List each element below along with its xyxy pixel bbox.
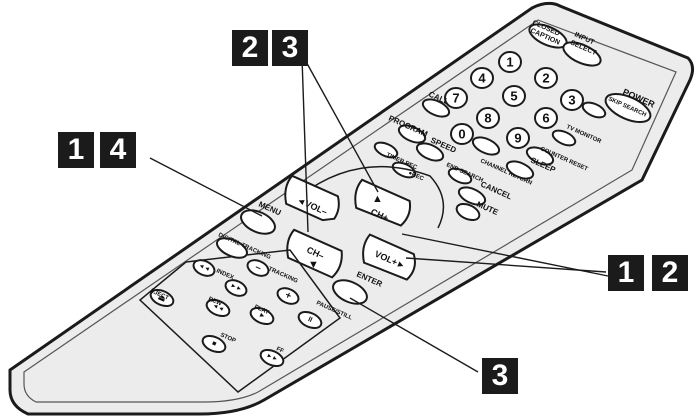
rew-label: REW: [207, 296, 223, 307]
digit-7-button[interactable]: 7: [444, 87, 468, 109]
vcr-panel: [138, 249, 342, 393]
digit-8-button[interactable]: 8: [476, 107, 500, 129]
index-prev-button[interactable]: ◄◄: [191, 257, 217, 279]
index-next-button-label: ►►: [229, 283, 242, 293]
mute-button[interactable]: [454, 201, 482, 224]
index-next-button[interactable]: ►►: [223, 277, 249, 299]
digit-6-button[interactable]: 6: [534, 107, 558, 129]
rew-button[interactable]: ◄◄: [204, 297, 232, 320]
digit-4-button-label: 4: [478, 71, 486, 86]
cancel-button[interactable]: [456, 184, 487, 208]
menu-button[interactable]: [237, 206, 278, 239]
play-button-label: ►: [257, 311, 266, 320]
remote-body: [8, 1, 695, 416]
callout-1-right: 1: [608, 255, 644, 291]
callout-lines: [149, 57, 609, 373]
call-button[interactable]: [420, 96, 451, 120]
digit-6-button-label: 6: [542, 111, 549, 126]
digit-keypad: 1 2 3 4 5 6 7 8 9 0: [444, 51, 584, 149]
vol-plus-button[interactable]: [358, 233, 420, 282]
digit-5-button[interactable]: 5: [502, 85, 526, 107]
digit-7-button-label: 7: [452, 91, 459, 106]
enter-button[interactable]: [329, 276, 370, 309]
ff-label: FF: [275, 346, 284, 355]
digit-0-button[interactable]: 0: [450, 123, 474, 145]
sleep-button[interactable]: [504, 158, 535, 182]
eject-button[interactable]: ⏏: [148, 287, 176, 310]
digit-9-button[interactable]: 9: [506, 127, 530, 149]
rec-button[interactable]: [391, 160, 418, 181]
navigation-ring: ◄VOL– ▲ CH+ ▼ CH– VOL+►: [280, 165, 445, 282]
callout-3-bottom: 3: [482, 358, 518, 394]
skip-search-button[interactable]: [581, 100, 608, 121]
tracking-plus-button-label: +: [283, 290, 293, 302]
stop-button[interactable]: ■: [200, 333, 228, 356]
play-button[interactable]: ►: [248, 305, 276, 328]
stop-button-label: ■: [211, 340, 218, 348]
pause-still-button[interactable]: II: [296, 309, 324, 332]
digit-2-button[interactable]: 2: [534, 67, 558, 89]
digit-2-button-label: 2: [542, 71, 549, 86]
pause-still-button-label: II: [307, 316, 313, 324]
digit-9-button-label: 9: [514, 131, 521, 146]
power-button[interactable]: [602, 88, 655, 128]
index-prev-button-label: ◄◄: [197, 263, 210, 273]
timer-rec-button[interactable]: [373, 140, 400, 161]
digit-8-button-label: 8: [484, 111, 491, 126]
program-button[interactable]: [396, 122, 427, 146]
rew-button-label: ◄◄: [211, 303, 224, 313]
digit-3-button[interactable]: 3: [560, 89, 584, 111]
tv-monitor-button[interactable]: [551, 128, 578, 149]
ch-plus-arrow: ▲: [372, 193, 383, 205]
digit-3-button-label: 3: [568, 93, 575, 108]
vol-minus-button[interactable]: [280, 174, 344, 224]
ch-minus-arrow: ▼: [308, 259, 319, 271]
ch-plus-button[interactable]: [350, 178, 414, 228]
digit-5-button-label: 5: [510, 89, 517, 104]
callout-2-right: 2: [652, 255, 688, 291]
input-select-button[interactable]: [560, 38, 604, 71]
play-label: PLAY: [253, 304, 270, 316]
tracking-minus-button[interactable]: –: [245, 257, 271, 279]
callout-4-left: 4: [100, 132, 136, 168]
tracking-minus-button-label: –: [253, 262, 263, 274]
counter-reset-button[interactable]: [524, 144, 555, 168]
callout-3-top: 3: [272, 30, 308, 66]
channel-return-button[interactable]: [470, 134, 501, 158]
digit-1-button[interactable]: 1: [498, 51, 522, 73]
ch-minus-button[interactable]: [282, 228, 346, 279]
digit-1-button-label: 1: [506, 55, 513, 70]
eject-button-label: ⏏: [157, 292, 168, 303]
digital-tracking-button[interactable]: [214, 234, 250, 262]
digit-0-button-label: 0: [458, 127, 465, 142]
tracking-plus-button[interactable]: +: [275, 285, 301, 307]
ff-button[interactable]: ►►: [258, 347, 286, 370]
digit-4-button[interactable]: 4: [470, 67, 494, 89]
speed-button[interactable]: [414, 140, 445, 164]
callout-2-top: 2: [232, 30, 268, 66]
ff-button-label: ►►: [265, 353, 278, 363]
end-search-button[interactable]: [447, 166, 474, 187]
callout-1-left: 1: [58, 132, 94, 168]
